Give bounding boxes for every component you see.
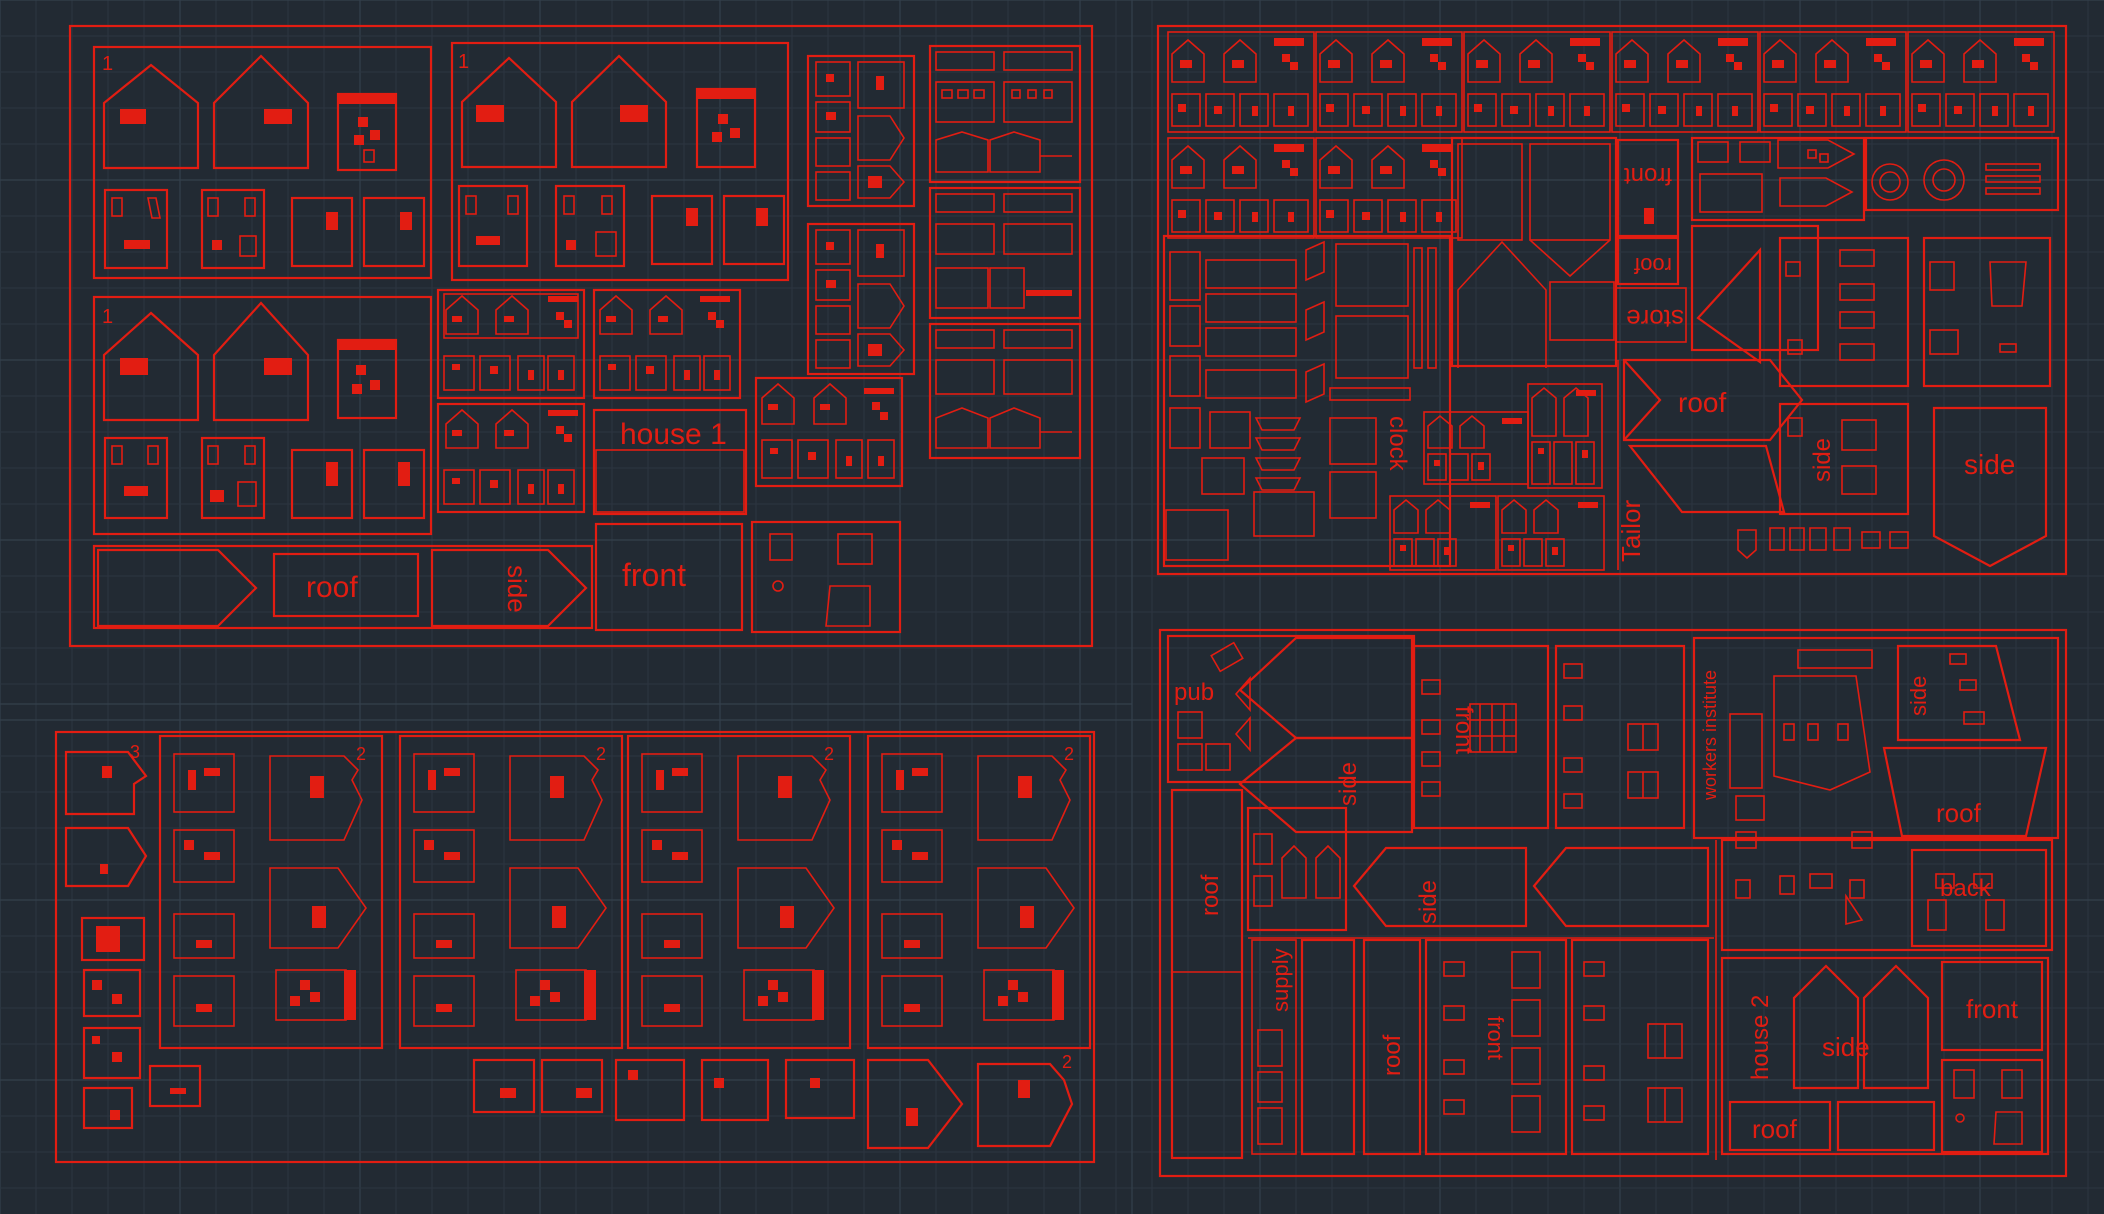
pub-label: pub bbox=[1174, 679, 1214, 706]
house-kit-groups: 2 2 2 2 bbox=[158, 734, 1092, 1050]
mini-group bbox=[436, 288, 586, 400]
house-tile bbox=[1315, 31, 1463, 133]
house-tile bbox=[1463, 31, 1611, 133]
house-1-label: house 1 bbox=[620, 418, 727, 451]
front-piece bbox=[594, 522, 744, 632]
clock-label: clock bbox=[1384, 416, 1411, 472]
house-elevation bbox=[102, 63, 200, 170]
mini-house-group bbox=[1527, 383, 1603, 489]
kit-number: 2 bbox=[356, 744, 366, 764]
sheet-1: 1 1 1 bbox=[68, 24, 1094, 648]
mini-group bbox=[436, 402, 586, 514]
house-1-label-box bbox=[592, 408, 748, 516]
mini-house-group bbox=[1389, 495, 1497, 571]
kit-number: 2 bbox=[1064, 744, 1074, 764]
mini-house-group bbox=[1497, 495, 1605, 571]
house-elevation bbox=[212, 54, 310, 170]
store-label: store bbox=[1626, 304, 1684, 334]
roof-label: roof bbox=[1197, 874, 1224, 916]
roof-label: roof bbox=[306, 571, 358, 604]
house-tile bbox=[1167, 137, 1315, 239]
front-label: front bbox=[622, 557, 686, 593]
group-number: 1 bbox=[102, 306, 113, 328]
side-label: side bbox=[1964, 449, 2015, 480]
house-kit: 2 bbox=[866, 734, 1092, 1050]
sheet-3-frame bbox=[54, 730, 1096, 1164]
mini-house-groups bbox=[1389, 383, 1605, 571]
roof-piece bbox=[272, 552, 420, 618]
sheet-number: 3 bbox=[130, 742, 140, 762]
column-pieces-right bbox=[928, 44, 1082, 460]
front-label-mirrored: front bbox=[1624, 162, 1672, 189]
house-tile bbox=[1907, 31, 2055, 133]
house-kit: 2 bbox=[626, 734, 852, 1050]
sheet-2-frame bbox=[1156, 24, 2068, 576]
side-label: side bbox=[1415, 880, 1442, 924]
house-kit: 2 bbox=[398, 734, 624, 1050]
group-number: 1 bbox=[102, 53, 113, 75]
sheet-3: 3 2 2 2 2 2 bbox=[54, 730, 1096, 1164]
house-tile bbox=[1611, 31, 1759, 133]
side-piece bbox=[1932, 406, 2048, 568]
column-pieces bbox=[806, 54, 916, 376]
roof-piece bbox=[1882, 746, 2048, 838]
side-label: side bbox=[1822, 1032, 1870, 1062]
sheet-4-frame bbox=[1158, 628, 2068, 1178]
house-tile bbox=[1167, 31, 1315, 133]
sheet-2: front roof store clock roof Tailor bbox=[1156, 24, 2068, 576]
front-label: front bbox=[1483, 1016, 1508, 1060]
house-tile-row bbox=[1167, 31, 2055, 239]
sheet-1-frame bbox=[68, 24, 1094, 648]
mini-group bbox=[592, 288, 742, 400]
front-label: front bbox=[1450, 706, 1477, 754]
side-label: side bbox=[1906, 676, 1931, 716]
tailor-label: Tailor bbox=[1616, 500, 1646, 562]
side-label: side bbox=[1809, 438, 1836, 482]
roof-label: roof bbox=[1379, 1034, 1406, 1076]
side-piece bbox=[1896, 644, 2022, 742]
side-label: side bbox=[1335, 762, 1362, 806]
house-2-label: house 2 bbox=[1747, 995, 1774, 1080]
side-label: side bbox=[502, 565, 532, 613]
side-piece bbox=[430, 548, 588, 628]
house-group-1a bbox=[92, 45, 433, 280]
house-group-1b bbox=[450, 41, 790, 282]
group-number: 1 bbox=[458, 51, 469, 73]
house-tile bbox=[1315, 137, 1463, 239]
kit-number: 2 bbox=[824, 744, 834, 764]
kit-number: 2 bbox=[596, 744, 606, 764]
sheet-number: 2 bbox=[1062, 1052, 1072, 1072]
house-tile bbox=[1759, 31, 1907, 133]
front-label: front bbox=[1966, 994, 2019, 1024]
roof-label: roof bbox=[1936, 798, 1982, 828]
roof-label: roof bbox=[1678, 387, 1726, 418]
back-label: back bbox=[1940, 875, 1992, 902]
gable-shape bbox=[96, 548, 258, 628]
workers-institute-label: workers institute bbox=[1700, 670, 1720, 801]
roof-label: roof bbox=[1752, 1114, 1798, 1144]
sheet-4: pub side front workers institute side ro… bbox=[1158, 628, 2068, 1178]
house-kit: 2 bbox=[158, 734, 384, 1050]
supply-label: supply bbox=[1268, 948, 1293, 1012]
mini-group bbox=[754, 376, 904, 488]
roof-label-mirrored: roof bbox=[1633, 253, 1672, 278]
house-group-1c bbox=[92, 295, 433, 536]
